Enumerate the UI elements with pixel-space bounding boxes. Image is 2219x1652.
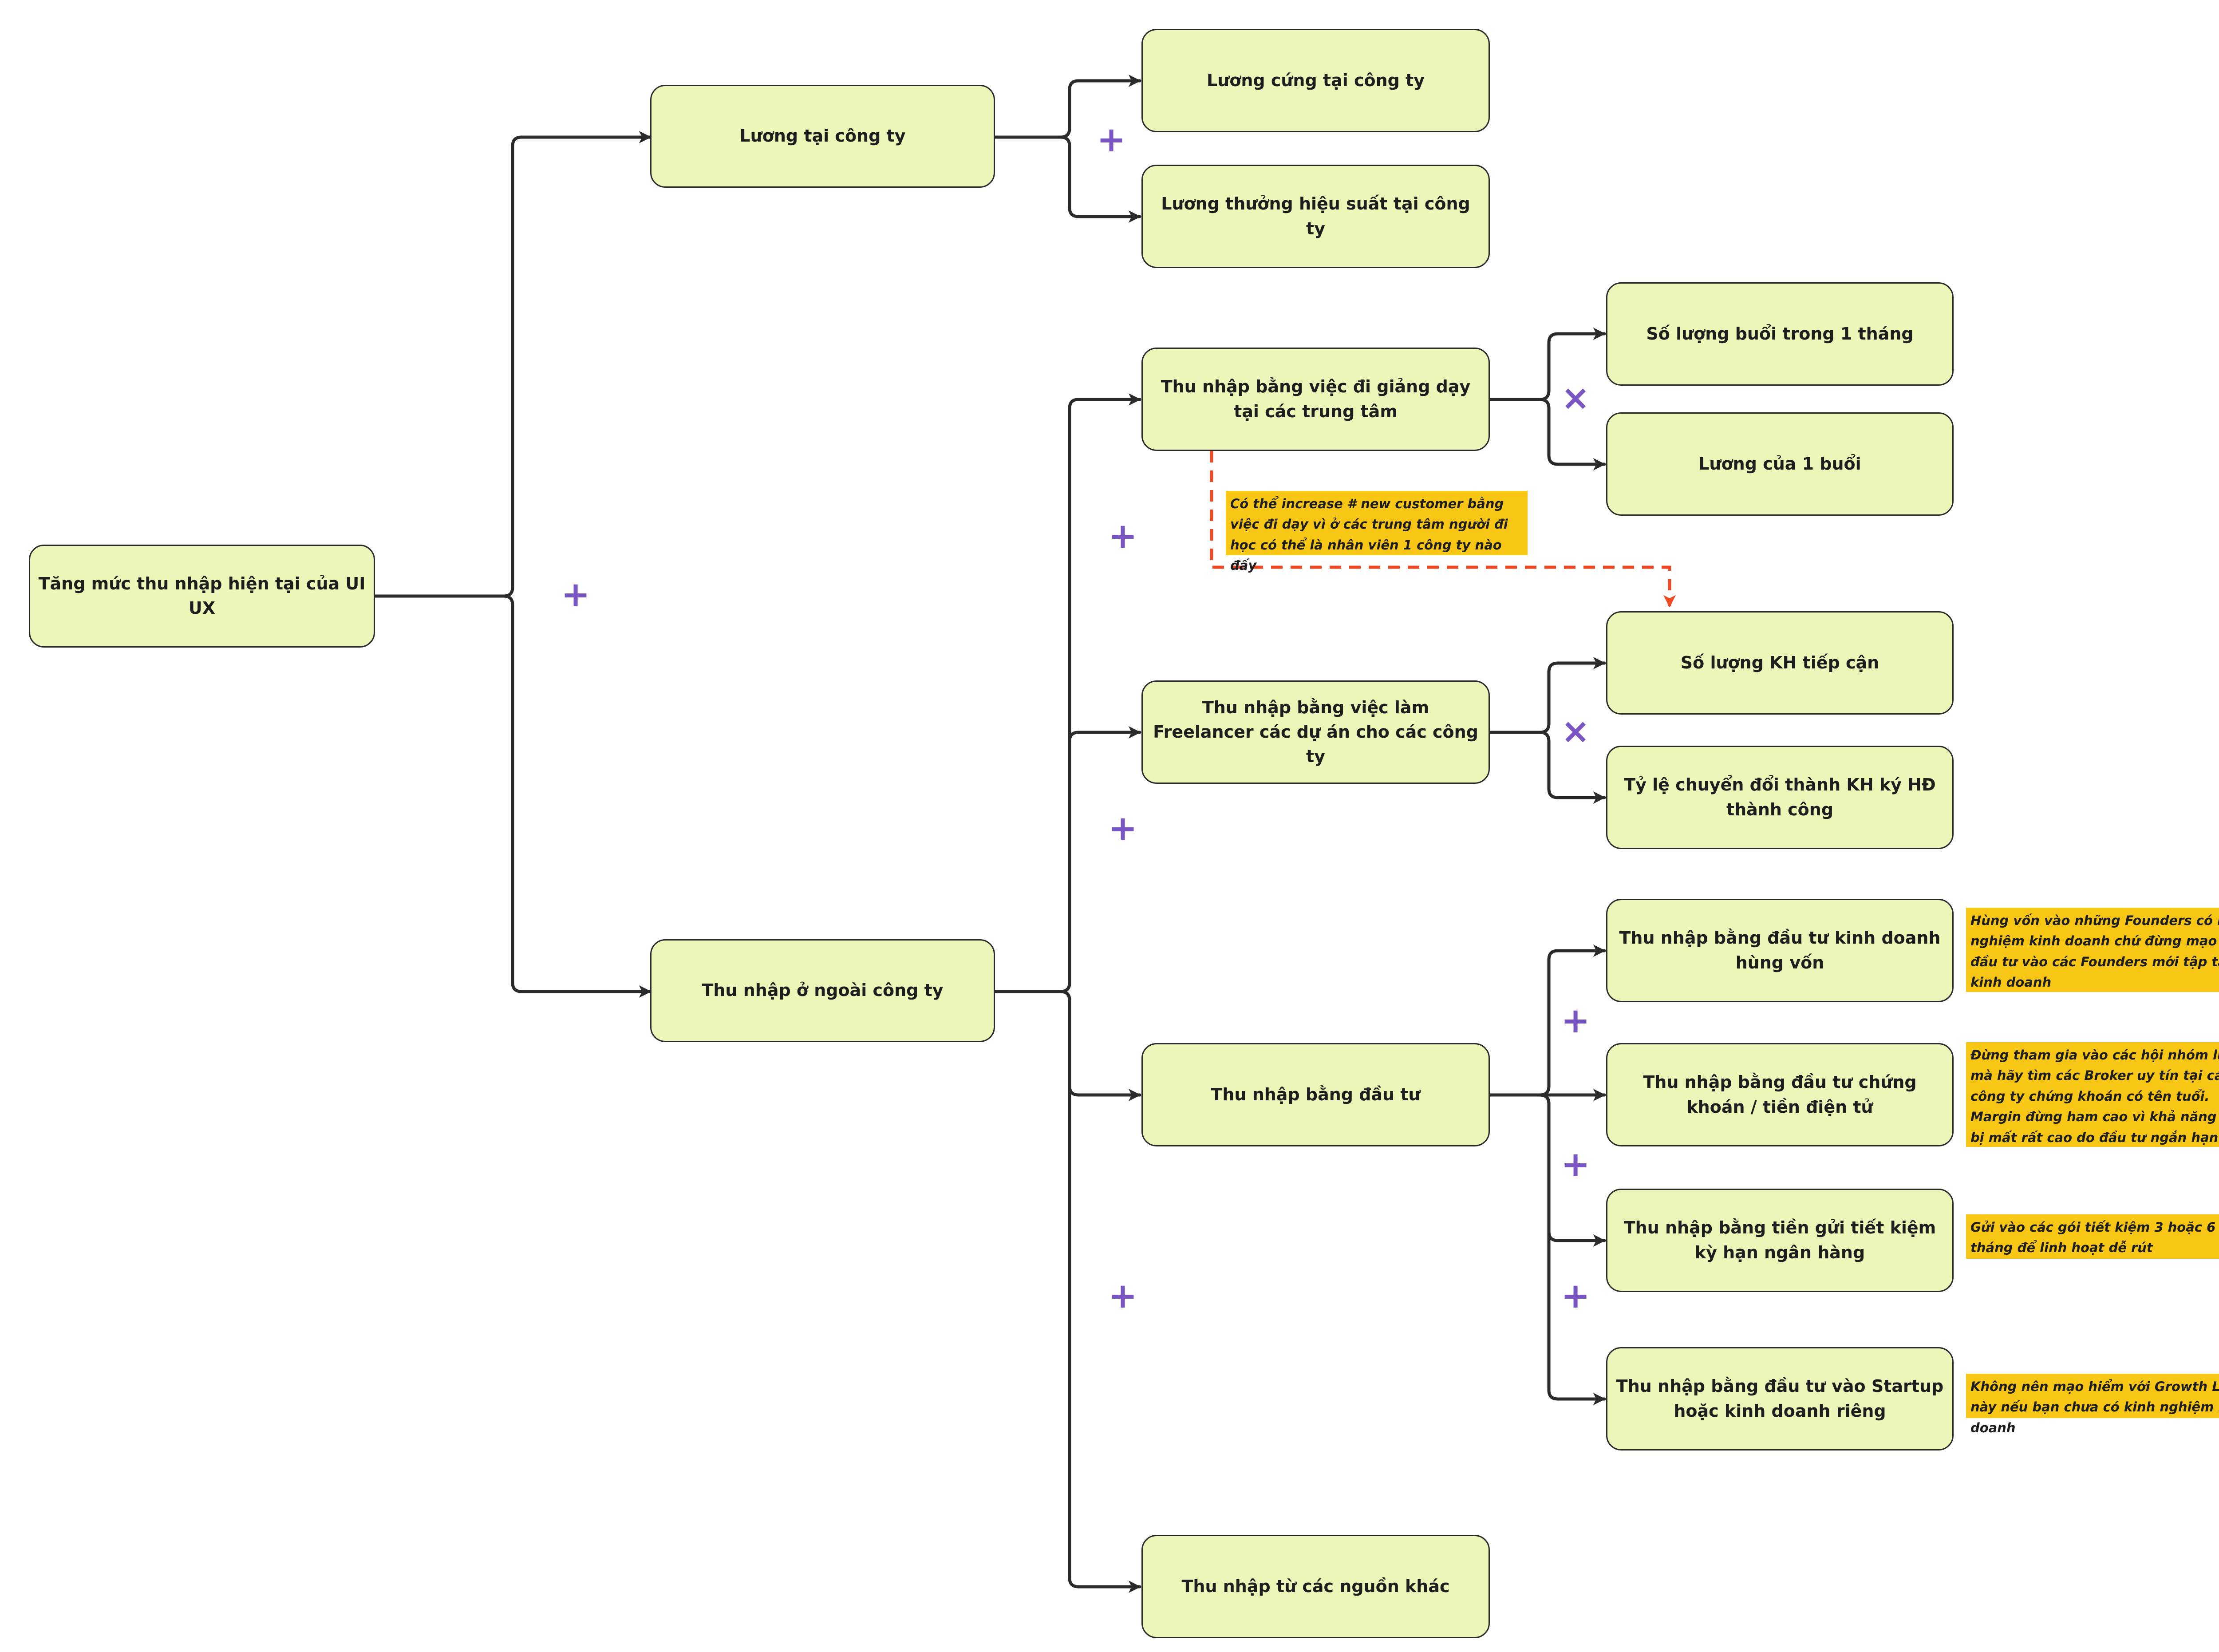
connector-outside-investment xyxy=(993,990,1141,1101)
note-startup[interactable]: Không nên mạo hiểm với Growth Lever này … xyxy=(1966,1374,2219,1435)
node-session-pay[interactable]: Lương của 1 buổi xyxy=(1606,412,1954,516)
connector-freelance-conversion xyxy=(1488,731,1606,804)
plus-operator-outside-2: + xyxy=(1108,809,1137,849)
connector-root-outside xyxy=(373,594,652,998)
node-conversion[interactable]: Tỷ lệ chuyển đổi thành KH ký HĐ thành cô… xyxy=(1606,746,1954,849)
plus-operator-investment-1: + xyxy=(1561,1001,1590,1041)
connector-outside-freelance xyxy=(993,726,1141,993)
node-bonus[interactable]: Lương thưởng hiệu suất tại công ty xyxy=(1141,165,1490,268)
plus-operator-investment-2: + xyxy=(1561,1145,1590,1185)
connector-teaching-pay xyxy=(1488,398,1606,470)
node-leads[interactable]: Số lượng KH tiếp cận xyxy=(1606,611,1954,715)
connector-outside-other xyxy=(993,990,1141,1593)
times-operator-teaching: × xyxy=(1561,378,1590,418)
connector-investment-startup xyxy=(1488,1093,1606,1405)
node-salary[interactable]: Lương tại công ty xyxy=(650,85,995,188)
node-base-salary[interactable]: Lương cứng tại công ty xyxy=(1141,29,1490,132)
plus-operator-investment-3: + xyxy=(1561,1276,1590,1316)
node-savings[interactable]: Thu nhập bằng tiền gửi tiết kiệm kỳ hạn … xyxy=(1606,1189,1954,1292)
connector-root-salary xyxy=(373,131,652,598)
node-root[interactable]: Tăng mức thu nhập hiện tại của UI UX xyxy=(29,545,375,648)
note-stocks[interactable]: Đừng tham gia vào các hội nhóm lùa gà mà… xyxy=(1966,1042,2219,1147)
note-teaching[interactable]: Có thể increase # new customer bằng việc… xyxy=(1226,491,1528,573)
plus-operator-salary: + xyxy=(1097,120,1126,160)
times-operator-freelance: × xyxy=(1561,711,1590,751)
note-savings[interactable]: Gửi vào các gói tiết kiệm 3 hoặc 6 tháng… xyxy=(1966,1214,2219,1259)
node-other[interactable]: Thu nhập từ các nguồn khác xyxy=(1141,1535,1490,1638)
plus-operator-root: + xyxy=(561,575,590,615)
plus-operator-outside-3: + xyxy=(1108,1276,1137,1316)
node-freelance[interactable]: Thu nhập bằng việc làm Freelancer các dự… xyxy=(1141,680,1490,784)
plus-operator-outside-1: + xyxy=(1108,516,1137,556)
note-business[interactable]: Hùng vốn vào những Founders có kinh nghi… xyxy=(1966,908,2219,992)
node-startup[interactable]: Thu nhập bằng đầu tư vào Startup hoặc ki… xyxy=(1606,1347,1954,1450)
node-outside[interactable]: Thu nhập ở ngoài công ty xyxy=(650,939,995,1042)
node-invest-business[interactable]: Thu nhập bằng đầu tư kinh doanh hùng vốn xyxy=(1606,899,1954,1002)
dashed-link-teaching-to-leads xyxy=(1210,451,1676,608)
node-investment[interactable]: Thu nhập bằng đầu tư xyxy=(1141,1043,1490,1146)
node-teaching[interactable]: Thu nhập bằng việc đi giảng dạy tại các … xyxy=(1141,348,1490,451)
node-invest-stocks[interactable]: Thu nhập bằng đầu tư chứng khoán / tiền … xyxy=(1606,1043,1954,1146)
connector-salary-bonus xyxy=(993,135,1141,223)
connector-outside-teaching xyxy=(993,393,1141,993)
node-sessions[interactable]: Số lượng buổi trong 1 tháng xyxy=(1606,282,1954,386)
